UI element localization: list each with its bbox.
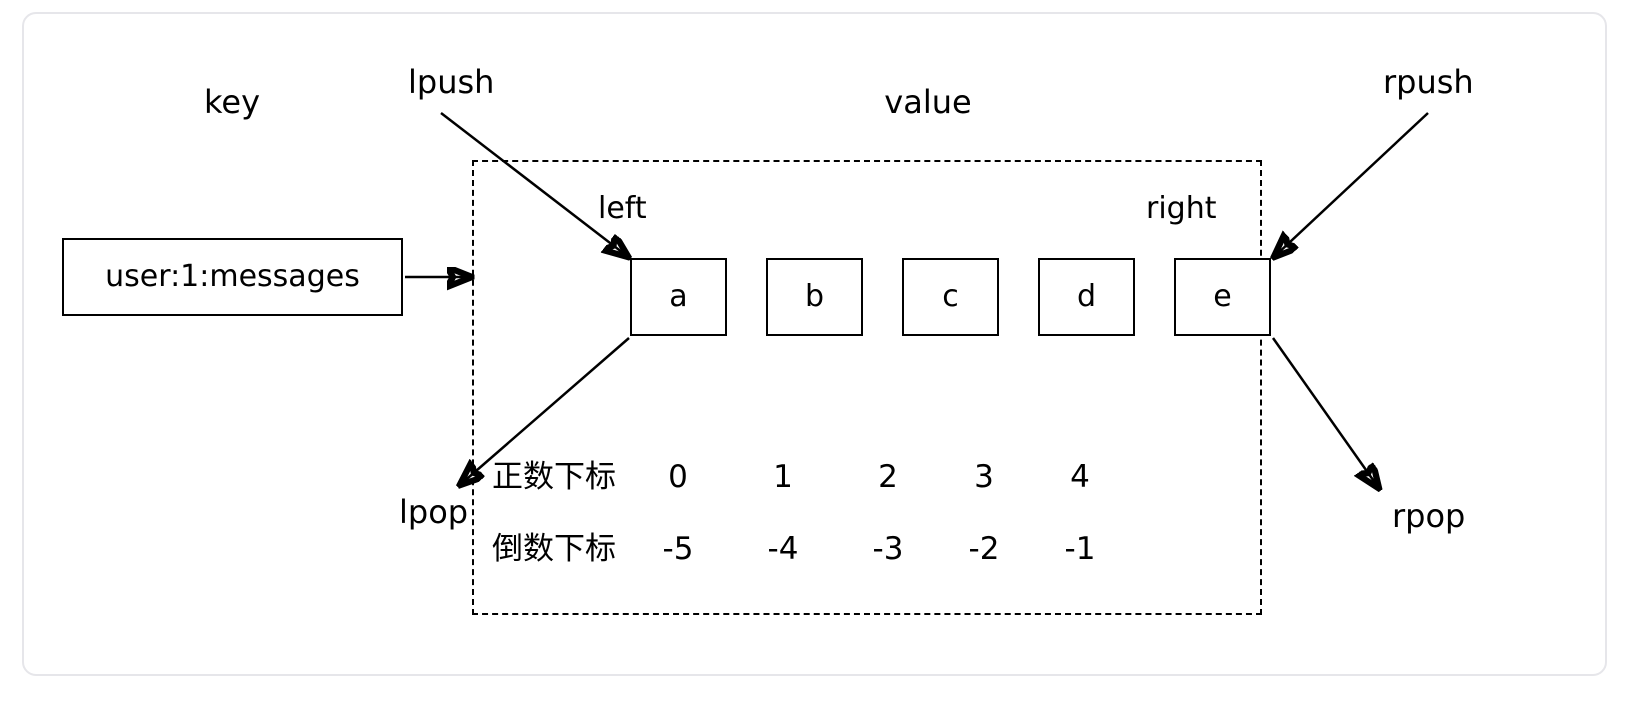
list-cell-2: c xyxy=(902,258,999,336)
key-box-label: user:1:messages xyxy=(105,259,360,294)
value-section-label: value xyxy=(884,83,972,121)
list-cell-label: c xyxy=(942,279,959,314)
list-cell-label: a xyxy=(669,279,688,314)
rpop-label: rpop xyxy=(1392,497,1466,535)
negative-index-value-4: -1 xyxy=(1064,531,1096,567)
negative-index-row-title: 倒数下标 xyxy=(492,531,616,567)
positive-index-value-1: 1 xyxy=(773,459,793,495)
list-cell-1: b xyxy=(766,258,863,336)
negative-index-value-2: -3 xyxy=(872,531,904,567)
negative-index-value-3: -2 xyxy=(968,531,1000,567)
positive-index-value-3: 3 xyxy=(974,459,994,495)
list-cell-3: d xyxy=(1038,258,1135,336)
positive-index-value-0: 0 xyxy=(668,459,688,495)
list-cell-label: d xyxy=(1076,279,1097,314)
lpop-label: lpop xyxy=(399,493,469,531)
list-cell-label: e xyxy=(1213,279,1232,314)
rpush-label: rpush xyxy=(1383,63,1474,101)
list-cell-0: a xyxy=(630,258,727,336)
key-box: user:1:messages xyxy=(62,238,403,316)
negative-index-value-1: -4 xyxy=(767,531,799,567)
key-section-label: key xyxy=(203,83,261,121)
list-cell-label: b xyxy=(804,279,825,314)
positive-index-row-title: 正数下标 xyxy=(492,459,616,495)
left-endpoint-label: left xyxy=(598,191,647,226)
right-endpoint-label: right xyxy=(1146,191,1217,226)
lpush-label: lpush xyxy=(408,63,495,101)
positive-index-value-4: 4 xyxy=(1070,459,1090,495)
negative-index-value-0: -5 xyxy=(662,531,694,567)
list-cell-4: e xyxy=(1174,258,1271,336)
positive-index-value-2: 2 xyxy=(878,459,898,495)
